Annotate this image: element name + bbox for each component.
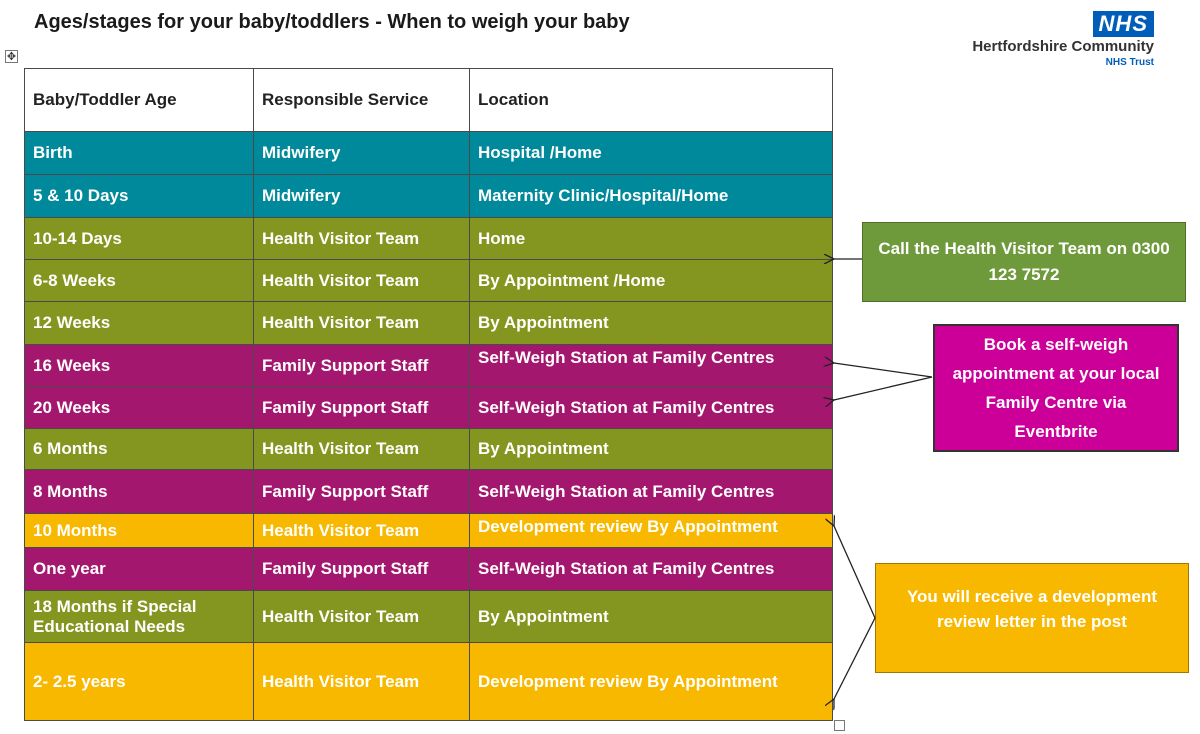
table-row: 10-14 Days Health Visitor Team Home [24,217,833,260]
header-age: Baby/Toddler Age [24,68,254,132]
age-cell: 6-8 Weeks [24,259,254,302]
age-cell: 6 Months [24,428,254,470]
service-cell: Family Support Staff [253,344,470,387]
nhs-mark: NHS [1092,11,1154,37]
service-cell: Health Visitor Team [253,642,470,721]
service-cell: Health Visitor Team [253,301,470,345]
service-cell: Health Visitor Team [253,217,470,260]
table-row: 2- 2.5 years Health Visitor Team Develop… [24,642,833,721]
book-callout-text: Book a self-weigh appointment at your lo… [952,335,1160,441]
location-cell: By Appointment /Home [469,259,833,302]
table-row: One year Family Support Staff Self-Weigh… [24,547,833,591]
age-cell: 16 Weeks [24,344,254,387]
age-cell: 10 Months [24,513,254,548]
arrow-review-to-10-months [834,526,876,619]
location-cell: Self-Weigh Station at Family Centres [469,469,833,514]
age-cell: 18 Months if Special Educational Needs [24,590,254,643]
age-cell: One year [24,547,254,591]
location-cell: By Appointment [469,301,833,345]
location-cell: Development review By Appointment [469,642,833,721]
table-row: 6-8 Weeks Health Visitor Team By Appoint… [24,259,833,302]
table-row: 16 Weeks Family Support Staff Self-Weigh… [24,344,833,387]
weigh-schedule-table: Baby/Toddler Age Responsible Service Loc… [24,68,833,721]
logo-org-name: Hertfordshire Community [972,38,1154,55]
location-cell: Self-Weigh Station at Family Centres [469,344,833,387]
call-callout-text: Call the Health Visitor Team on 0300 123… [878,239,1170,284]
receive-callout-text: You will receive a development review le… [906,587,1158,631]
location-cell: Self-Weigh Station at Family Centres [469,386,833,429]
location-cell: Maternity Clinic/Hospital/Home [469,174,833,218]
service-cell: Health Visitor Team [253,590,470,643]
location-cell: Self-Weigh Station at Family Centres [469,547,833,591]
table-row: 12 Weeks Health Visitor Team By Appointm… [24,301,833,345]
call-health-visitor-callout: Call the Health Visitor Team on 0300 123… [862,222,1186,302]
header-location: Location [469,68,833,132]
arrow-book-to-16-weeks [834,363,933,378]
age-cell: 12 Weeks [24,301,254,345]
table-row: 5 & 10 Days Midwifery Maternity Clinic/H… [24,174,833,218]
table-row: 8 Months Family Support Staff Self-Weigh… [24,469,833,514]
table-move-handle-icon[interactable]: ✥ [5,50,18,63]
arrow-book-to-20-weeks [834,376,933,400]
table-header-row: Baby/Toddler Age Responsible Service Loc… [24,68,833,132]
location-cell: Home [469,217,833,260]
table-row: 6 Months Health Visitor Team By Appointm… [24,428,833,470]
service-cell: Midwifery [253,131,470,175]
service-cell: Health Visitor Team [253,513,470,548]
book-self-weigh-callout: Book a self-weigh appointment at your lo… [933,324,1179,452]
location-cell: Hospital /Home [469,131,833,175]
page-title: Ages/stages for your baby/toddlers - Whe… [34,11,630,33]
age-cell: 5 & 10 Days [24,174,254,218]
age-cell: Birth [24,131,254,175]
service-cell: Health Visitor Team [253,428,470,470]
nhs-logo: NHS Hertfordshire Community NHS Trust [934,11,1154,71]
development-review-callout: You will receive a development review le… [875,563,1189,673]
arrow-review-to-2-years [834,617,876,699]
table-row: 18 Months if Special Educational Needs H… [24,590,833,643]
table-row: Birth Midwifery Hospital /Home [24,131,833,175]
age-cell: 20 Weeks [24,386,254,429]
age-cell: 2- 2.5 years [24,642,254,721]
age-cell: 10-14 Days [24,217,254,260]
service-cell: Midwifery [253,174,470,218]
logo-trust-name: NHS Trust [1105,57,1154,68]
location-cell: By Appointment [469,590,833,643]
service-cell: Family Support Staff [253,469,470,514]
location-cell: By Appointment [469,428,833,470]
service-cell: Family Support Staff [253,547,470,591]
table-resize-handle-icon[interactable] [834,720,845,731]
header-service: Responsible Service [253,68,470,132]
